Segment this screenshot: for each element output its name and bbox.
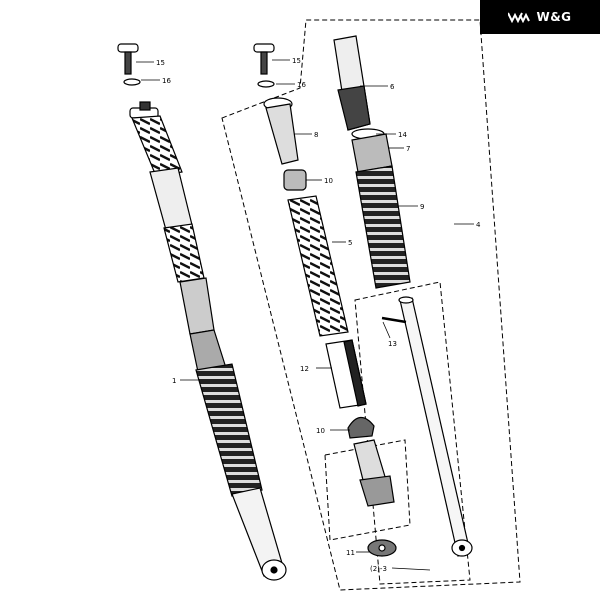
fork-boot [355, 165, 411, 289]
bellows-guide [351, 133, 393, 173]
collar-upper [283, 169, 307, 191]
callout-4: 4 [476, 221, 481, 229]
callout-6: 6 [390, 83, 395, 91]
bolt-washer-right [253, 43, 275, 88]
callout-16a: 16 [162, 77, 171, 85]
fork-spring [287, 195, 349, 337]
callout-9: 9 [420, 203, 424, 211]
bolt-washer-left [117, 43, 141, 86]
fork-leg-assembly [129, 101, 287, 581]
callout-15b: 15 [292, 57, 301, 65]
callout-16b: 16 [297, 81, 306, 89]
callout-14: 14 [398, 131, 407, 139]
axle-nut [367, 539, 397, 557]
callout-1: 1 [172, 377, 176, 385]
brand-text: W&G [536, 10, 572, 24]
collar-lower [347, 416, 375, 439]
callout-12: 12 [300, 365, 309, 373]
damper-rod-long [381, 296, 473, 557]
callout-13: 13 [388, 340, 397, 348]
leader-lines [136, 59, 474, 571]
ww-mark-icon [508, 12, 531, 23]
callout-11: 11 [346, 549, 355, 557]
callout-10a: 10 [324, 177, 333, 185]
callout-5: 5 [348, 239, 352, 247]
callout-10b: 10 [316, 427, 325, 435]
callout-3: (2)-3 [370, 565, 387, 573]
damper-body [353, 439, 395, 507]
callout-8: 8 [314, 131, 318, 139]
damper-rod-top [263, 97, 299, 165]
brand-logo: W&G [480, 0, 600, 34]
spring-sleeve [325, 339, 367, 409]
callout-7: 7 [406, 145, 410, 153]
upper-outer-tube [333, 35, 371, 131]
callout-labels: 15 16 15 16 8 10 5 12 10 11 (2)-3 6 14 7… [156, 57, 481, 573]
callout-15a: 15 [156, 59, 165, 67]
